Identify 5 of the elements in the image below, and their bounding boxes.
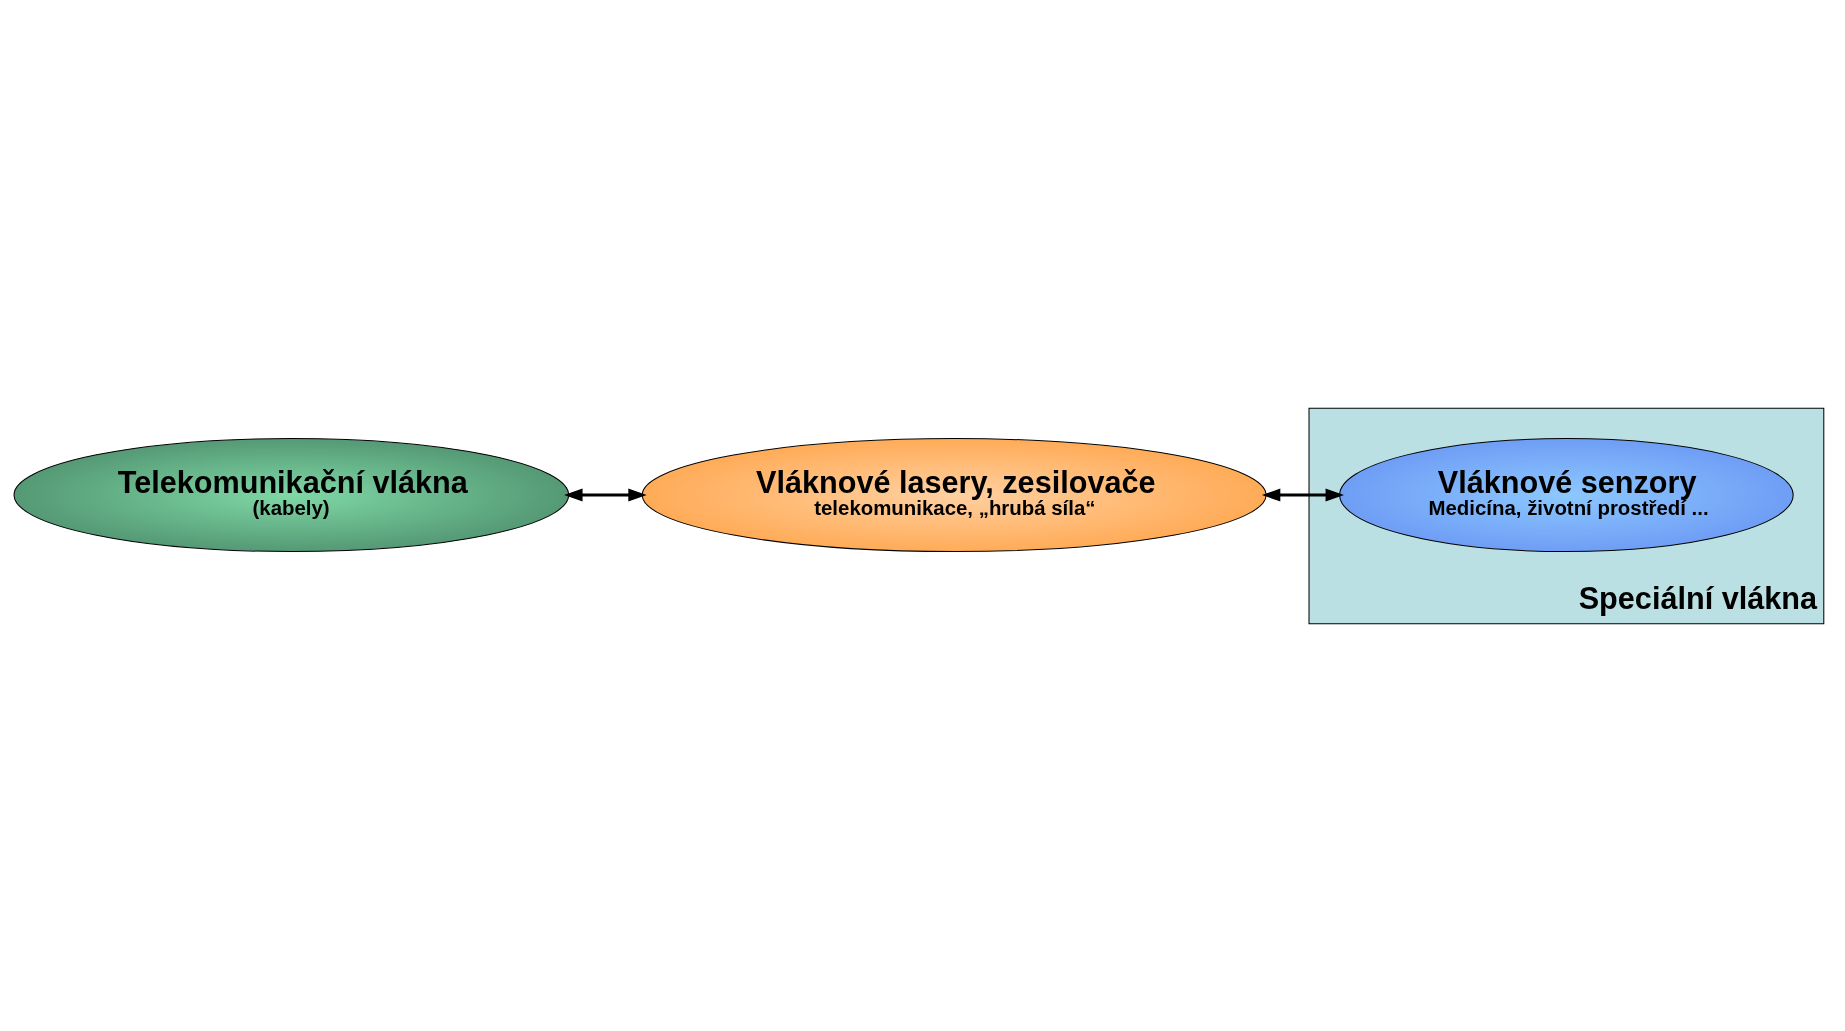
node-ellipse: Vláknové senzory Medicína, životní prostředí ... [1338, 437, 1794, 552]
arrow [1261, 488, 1344, 501]
node-ellipse: Telekomunikační vlákna (kabely) [13, 437, 569, 552]
arrow [563, 488, 647, 501]
node-ellipse: Vláknové lasery, zesilovače telekomunikace, „hrubá síla“ [641, 437, 1267, 552]
